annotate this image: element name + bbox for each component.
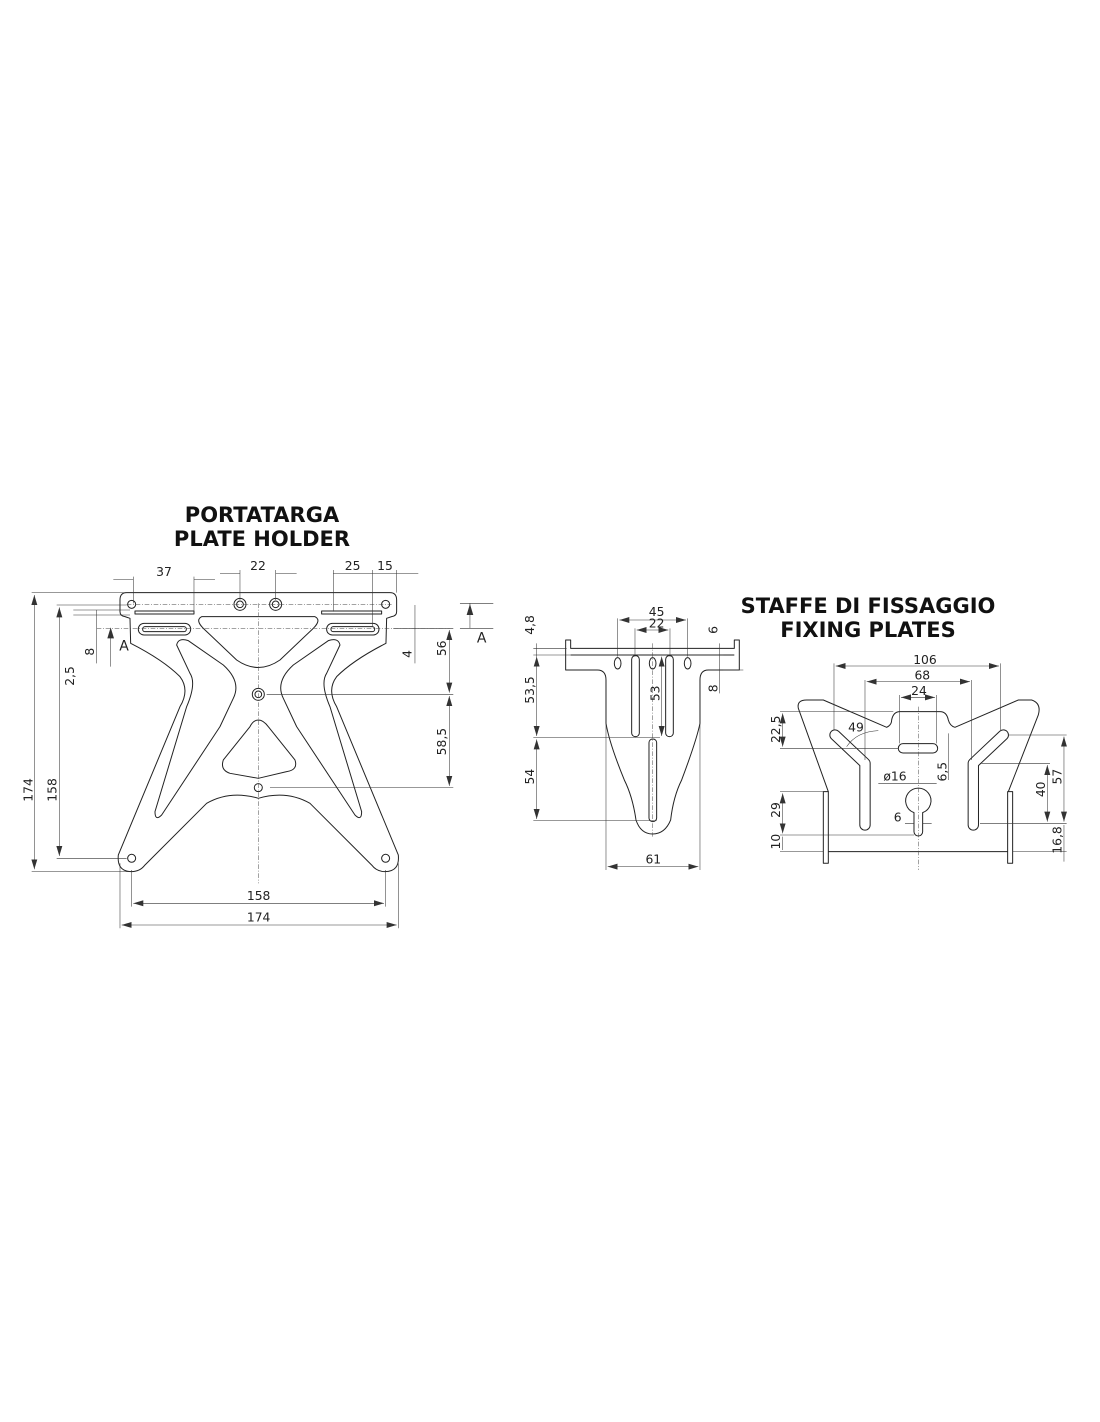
dim-15: 15 — [377, 559, 393, 573]
fixing-bracket-a-drawing: 45 22 61 4,8 53,5 54 53 6 8 — [523, 605, 744, 870]
bracket-b-outline — [797, 699, 1040, 792]
dim-6-5: 6,5 — [936, 762, 950, 782]
section-label-left: A — [119, 639, 129, 655]
dim-24: 24 — [911, 684, 927, 698]
dim-158-vertical: 158 — [46, 778, 60, 802]
dim-57: 57 — [1051, 769, 1065, 785]
dim-68: 68 — [914, 668, 930, 682]
keyhole — [905, 787, 932, 837]
fixing-plates-title-it: STAFFE DI FISSAGGIO — [741, 594, 996, 618]
dim-4-8: 4,8 — [523, 615, 537, 635]
fixing-plates-title-en: FIXING PLATES — [780, 618, 955, 642]
dim-58-5: 58,5 — [435, 728, 449, 755]
dim-diameter-16: ø16 — [883, 770, 906, 784]
dim-8: 8 — [83, 648, 97, 656]
dim-29: 29 — [769, 802, 783, 818]
dim-49-degrees: 49 — [848, 721, 864, 735]
plate-holder-title-it: PORTATARGA — [185, 503, 340, 527]
dim-37: 37 — [156, 565, 172, 579]
plate-holder-drawing: 37 22 25 15 158 174 174 158 2,5 8 4 56 5… — [22, 559, 494, 929]
fixing-bracket-b-drawing: 106 68 24 49 ø16 6 6,5 22,5 29 10 40 57 … — [769, 653, 1067, 870]
dim-22-5: 22,5 — [769, 716, 783, 743]
dim-174-vertical: 174 — [22, 778, 36, 802]
bracket-a-outline — [565, 639, 740, 835]
plate-holder-title-en: PLATE HOLDER — [174, 527, 350, 551]
dim-53-5: 53,5 — [523, 676, 537, 703]
plate-holder-outline — [117, 592, 399, 873]
dim-61: 61 — [645, 852, 661, 866]
dim-4: 4 — [401, 650, 415, 658]
dim-174-horizontal: 174 — [247, 911, 271, 925]
dim-10: 10 — [769, 834, 783, 850]
dim-6: 6 — [894, 811, 902, 825]
dim-8: 8 — [706, 684, 720, 692]
dim-53: 53 — [648, 685, 662, 701]
dim-22: 22 — [649, 616, 665, 630]
dim-40: 40 — [1034, 781, 1048, 797]
dim-158-horizontal: 158 — [247, 889, 271, 903]
dim-25: 25 — [345, 559, 361, 573]
dim-22: 22 — [250, 559, 266, 573]
section-label-right: A — [477, 631, 487, 647]
dim-106: 106 — [913, 653, 937, 667]
dim-2-5: 2,5 — [63, 666, 77, 686]
dim-45: 45 — [649, 605, 665, 619]
dim-54: 54 — [523, 769, 537, 785]
dim-6: 6 — [706, 626, 720, 634]
mounting-holes — [127, 597, 391, 863]
dim-16-8: 16,8 — [1051, 826, 1065, 853]
dim-56: 56 — [435, 640, 449, 656]
